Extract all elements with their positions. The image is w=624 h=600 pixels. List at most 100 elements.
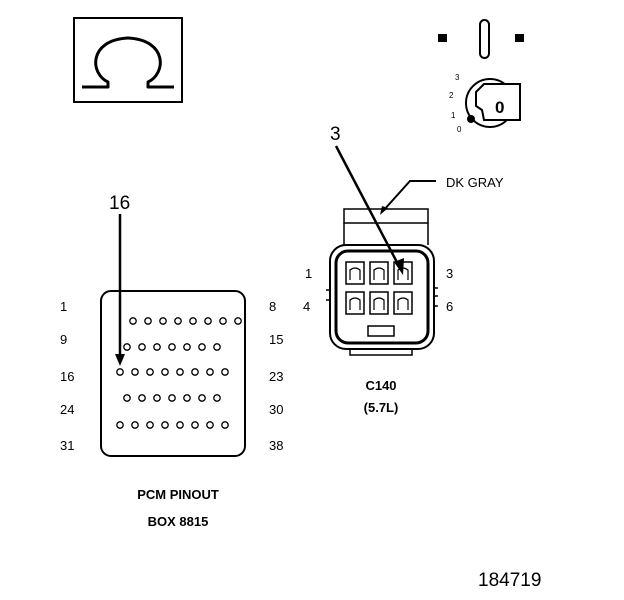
c140-connector-name: C140 bbox=[365, 378, 396, 393]
pcm-pin bbox=[213, 343, 221, 351]
pcm-probe-pin-label: 16 bbox=[109, 193, 130, 214]
pcm-pin bbox=[159, 317, 167, 325]
ignition-switch: 3 2 1 0 0 bbox=[438, 19, 524, 134]
pcm-pin bbox=[183, 343, 191, 351]
pcm-row-label-left: 24 bbox=[60, 402, 74, 417]
ohmmeter-symbol bbox=[73, 17, 183, 103]
pcm-pin bbox=[116, 421, 124, 429]
switch-keyslot bbox=[479, 19, 490, 59]
pcm-pin bbox=[234, 317, 242, 325]
pcm-row-label-left: 1 bbox=[60, 299, 67, 314]
pcm-connector: 1 9 16 24 31 8 15 23 30 38 PCM PINOUT BO… bbox=[60, 290, 283, 529]
pcm-pin bbox=[198, 343, 206, 351]
pcm-pinout-title: PCM PINOUT bbox=[137, 487, 219, 502]
pcm-pin-row-5 bbox=[116, 421, 229, 429]
c140-bottom-lock bbox=[367, 325, 395, 337]
c140-terminal-1 bbox=[345, 261, 365, 285]
c140-side-latches bbox=[326, 287, 438, 307]
pcm-pin-row-3 bbox=[116, 368, 229, 376]
pcm-pin bbox=[168, 343, 176, 351]
pcm-row-label-left: 16 bbox=[60, 369, 74, 384]
switch-position-dot bbox=[467, 115, 475, 123]
c140-side-rails bbox=[343, 223, 429, 245]
pcm-pin bbox=[176, 368, 184, 376]
pcm-pin bbox=[221, 421, 229, 429]
pcm-pin-row-1 bbox=[129, 317, 242, 325]
pcm-pin bbox=[144, 317, 152, 325]
pcm-row-label-right: 23 bbox=[269, 369, 283, 384]
c140-body-inner bbox=[334, 249, 430, 345]
pcm-pin bbox=[219, 317, 227, 325]
c140-probe-arrowhead bbox=[394, 258, 404, 275]
pcm-pin bbox=[161, 368, 169, 376]
pcm-pin bbox=[191, 368, 199, 376]
pcm-pin bbox=[153, 343, 161, 351]
c140-pin-label-top-left: 1 bbox=[305, 266, 312, 281]
pcm-pin-row-2 bbox=[123, 343, 221, 351]
wire-color-label: DK GRAY bbox=[446, 175, 504, 190]
c140-probe-line bbox=[334, 145, 402, 269]
pcm-pin-row-4 bbox=[123, 394, 221, 402]
c140-probe-pin-label: 3 bbox=[330, 124, 341, 145]
pcm-pin bbox=[174, 317, 182, 325]
wire-callout-leader bbox=[382, 180, 436, 212]
switch-position-2: 2 bbox=[449, 91, 454, 100]
pcm-pin bbox=[129, 317, 137, 325]
pcm-pin bbox=[198, 394, 206, 402]
switch-position-0: 0 bbox=[457, 125, 462, 134]
pcm-pin bbox=[138, 394, 146, 402]
pcm-pin bbox=[123, 394, 131, 402]
c140-terminal-4 bbox=[345, 291, 365, 315]
pcm-row-label-right: 15 bbox=[269, 332, 283, 347]
switch-mark-left bbox=[438, 34, 447, 42]
c140-pin-label-bottom-left: 4 bbox=[303, 299, 310, 314]
c140-probe-arrow: 3 bbox=[330, 124, 404, 275]
pcm-pin bbox=[191, 421, 199, 429]
pcm-pin bbox=[131, 368, 139, 376]
pcm-pin bbox=[206, 368, 214, 376]
pcm-probe-arrow: 16 bbox=[109, 193, 130, 366]
pcm-pin bbox=[131, 421, 139, 429]
wire-color-callout: DK GRAY bbox=[380, 175, 504, 215]
key-icon bbox=[475, 83, 521, 121]
c140-pin-label-bottom-right: 6 bbox=[446, 299, 453, 314]
c140-engine-label: (5.7L) bbox=[364, 400, 399, 415]
c140-connector: 1 3 4 6 C140 (5.7L) bbox=[303, 208, 453, 415]
pcm-pin bbox=[153, 394, 161, 402]
pcm-pin bbox=[123, 343, 131, 351]
pcm-pin bbox=[176, 421, 184, 429]
pcm-pinout-subtitle: BOX 8815 bbox=[148, 514, 209, 529]
key-position-label: 0 bbox=[495, 98, 504, 117]
pcm-pin bbox=[189, 317, 197, 325]
omega-icon bbox=[82, 36, 174, 89]
c140-terminal-6 bbox=[393, 291, 413, 315]
pcm-pin bbox=[183, 394, 191, 402]
wire-callout-arrowhead bbox=[380, 206, 388, 215]
pcm-pin bbox=[213, 394, 221, 402]
pcm-pin bbox=[221, 368, 229, 376]
switch-position-3: 3 bbox=[455, 73, 460, 82]
pcm-connector-body bbox=[100, 290, 246, 457]
pcm-probe-arrowhead bbox=[115, 354, 125, 366]
pcm-pin bbox=[168, 394, 176, 402]
pcm-pin bbox=[146, 421, 154, 429]
pcm-pin bbox=[206, 421, 214, 429]
pcm-row-label-right: 30 bbox=[269, 402, 283, 417]
pcm-pin bbox=[204, 317, 212, 325]
c140-pin-label-top-right: 3 bbox=[446, 266, 453, 281]
pcm-row-label-right: 8 bbox=[269, 299, 276, 314]
pcm-row-label-right: 38 bbox=[269, 438, 283, 453]
ohmmeter-box bbox=[73, 17, 183, 103]
pcm-pin bbox=[161, 421, 169, 429]
pcm-pin bbox=[146, 368, 154, 376]
pcm-row-label-left: 9 bbox=[60, 332, 67, 347]
c140-terminal-2 bbox=[369, 261, 389, 285]
c140-bottom-foot bbox=[349, 348, 413, 356]
pcm-row-label-left: 31 bbox=[60, 438, 74, 453]
c140-terminal-5 bbox=[369, 291, 389, 315]
c140-top-tab bbox=[343, 208, 429, 224]
switch-position-1: 1 bbox=[451, 111, 456, 120]
figure-number: 184719 bbox=[478, 570, 541, 591]
pcm-pin bbox=[138, 343, 146, 351]
